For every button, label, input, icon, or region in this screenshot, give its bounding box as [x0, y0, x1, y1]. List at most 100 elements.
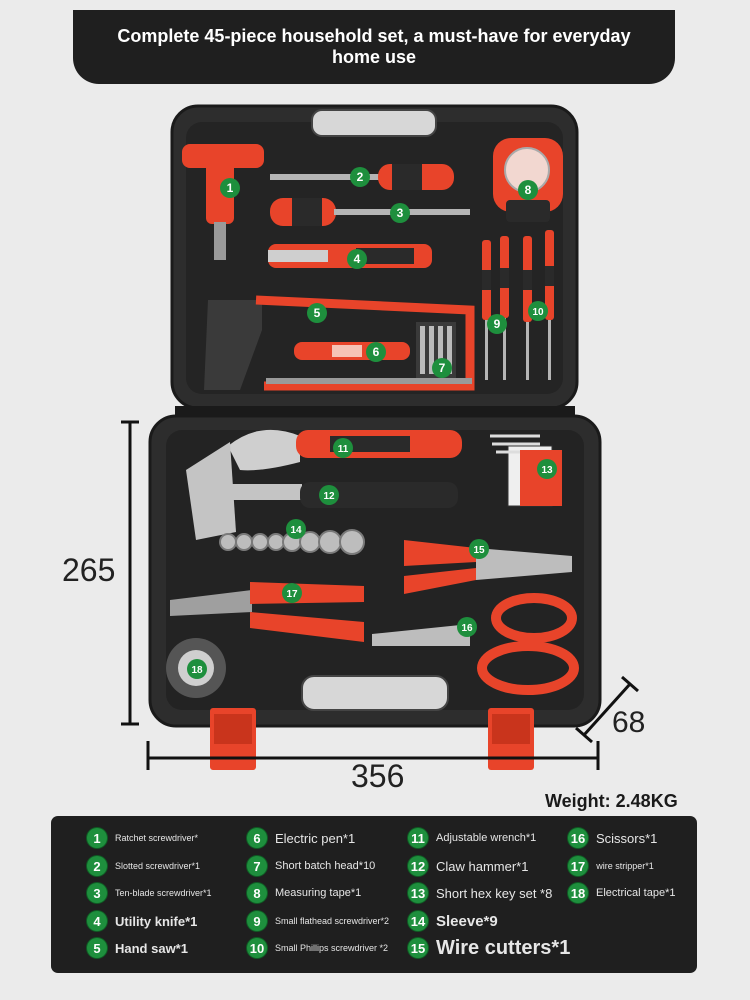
- legend-label: Electrical tape*1: [596, 887, 676, 899]
- legend-item: 12 Claw hammer*1: [408, 855, 528, 877]
- legend-label: Scissors*1: [596, 830, 658, 846]
- svg-text:17: 17: [286, 589, 298, 600]
- legend-item: 16 Scissors*1: [568, 827, 657, 849]
- lid-handle-slot: [311, 109, 437, 137]
- legend-number: 7: [247, 856, 267, 876]
- legend-item: 3 Ten-blade screwdriver*1: [87, 882, 212, 904]
- marker-2: 2: [350, 167, 370, 187]
- svg-text:9: 9: [494, 317, 501, 331]
- width-dimension: 356: [351, 758, 405, 794]
- marker-10: 10: [528, 301, 548, 321]
- svg-text:16: 16: [461, 623, 473, 634]
- legend-label: Utility knife*1: [115, 913, 198, 929]
- legend-label: wire stripper*1: [596, 861, 654, 871]
- svg-text:14: 14: [290, 525, 302, 536]
- legend-label: Ratchet screwdriver*: [115, 833, 199, 843]
- marker-1: 1: [220, 178, 240, 198]
- legend-item: 17 wire stripper*1: [568, 855, 654, 877]
- legend-item: 1 Ratchet screwdriver*: [87, 827, 198, 849]
- legend-label: Small flathead screwdriver*2: [275, 916, 390, 926]
- legend-number: 16: [568, 828, 588, 848]
- dimension-lines: [121, 420, 639, 770]
- legend-label: Electric pen*1: [275, 830, 356, 846]
- marker-6: 6: [366, 342, 386, 362]
- legend-item: 7 Short batch head*10: [247, 855, 375, 877]
- legend-item: 13 Short hex key set *8: [408, 882, 552, 904]
- legend-item: 6 Electric pen*1: [247, 827, 355, 849]
- legend-number: 10: [247, 938, 267, 958]
- legend-item: 2 Slotted screwdriver*1: [87, 855, 200, 877]
- legend-label: Claw hammer*1: [436, 858, 529, 874]
- legend-label: Measuring tape*1: [275, 887, 362, 899]
- legend-number: 15: [408, 938, 428, 958]
- marker-9: 9: [487, 314, 507, 334]
- legend-item: 4 Utility knife*1: [87, 910, 197, 932]
- legend-number: 17: [568, 856, 588, 876]
- marker-15: 15: [469, 539, 489, 559]
- svg-text:1: 1: [227, 181, 234, 195]
- marker-3: 3: [390, 203, 410, 223]
- svg-text:10: 10: [532, 307, 544, 318]
- carry-handle: [301, 675, 449, 711]
- svg-text:12: 12: [323, 491, 335, 502]
- legend-item: 8 Measuring tape*1: [247, 882, 361, 904]
- legend-label: Wire cutters*1: [436, 936, 571, 959]
- legend-item: 5 Hand saw*1: [87, 937, 188, 959]
- legend-item: 18 Electrical tape*1: [568, 882, 676, 904]
- legend-item: 10 Small Phillips screwdriver *2: [247, 937, 393, 959]
- marker-17: 17: [282, 583, 302, 603]
- marker-16: 16: [457, 617, 477, 637]
- svg-text:7: 7: [439, 361, 446, 375]
- legend-number: 5: [87, 938, 107, 958]
- page-title: Complete 45-piece household set, a must-…: [73, 10, 675, 84]
- svg-text:8: 8: [525, 183, 532, 197]
- legend-number: 8: [247, 883, 267, 903]
- marker-7: 7: [432, 358, 452, 378]
- svg-text:13: 13: [541, 465, 553, 476]
- legend-number: 6: [247, 828, 267, 848]
- legend-number: 2: [87, 856, 107, 876]
- legend-number: 9: [247, 911, 267, 931]
- weight-label: Weight: 2.48KG: [545, 791, 678, 811]
- saw-grip: [204, 300, 262, 390]
- marker-12: 12: [319, 485, 339, 505]
- legend-number: 13: [408, 883, 428, 903]
- legend-number: 14: [408, 911, 428, 931]
- marker-11: 11: [333, 438, 353, 458]
- legend-item: 9 Small flathead screwdriver*2: [247, 910, 389, 932]
- svg-text:18: 18: [191, 665, 203, 676]
- legend-number: 18: [568, 883, 588, 903]
- svg-text:11: 11: [338, 444, 349, 455]
- marker-5: 5: [307, 303, 327, 323]
- legend-label: Slotted screwdriver*1: [115, 861, 201, 871]
- marker-14: 14: [286, 519, 306, 539]
- legend-label: Hand saw*1: [115, 940, 188, 956]
- toolbox-illustration: 1 2 3 4 5 6 7 8 9 10 11 12 13 14 15 16 1…: [121, 104, 639, 770]
- parts-legend: 1 Ratchet screwdriver* 2 Slotted screwdr…: [51, 816, 697, 973]
- legend-label: Adjustable wrench*1: [436, 832, 537, 844]
- ratchet-handle: [182, 144, 264, 168]
- marker-13: 13: [537, 459, 557, 479]
- depth-dimension: 68: [612, 706, 646, 739]
- legend-number: 12: [408, 856, 428, 876]
- height-dimension: 265: [62, 552, 116, 588]
- legend-label: Short batch head*10: [275, 860, 376, 872]
- svg-text:15: 15: [473, 545, 485, 556]
- legend-label: Sleeve*9: [436, 912, 498, 930]
- svg-text:2: 2: [357, 170, 364, 184]
- svg-text:5: 5: [314, 306, 321, 320]
- legend-number: 4: [87, 911, 107, 931]
- svg-text:3: 3: [397, 206, 404, 220]
- legend-number: 3: [87, 883, 107, 903]
- legend-item: 15 Wire cutters*1: [408, 937, 570, 959]
- legend-item: 11 Adjustable wrench*1: [408, 827, 536, 849]
- legend-label: Small Phillips screwdriver *2: [275, 943, 389, 953]
- marker-4: 4: [347, 249, 367, 269]
- legend-number: 11: [408, 828, 428, 848]
- marker-8: 8: [518, 180, 538, 200]
- svg-text:4: 4: [354, 252, 361, 266]
- legend-label: Short hex key set *8: [436, 885, 553, 901]
- legend-label: Ten-blade screwdriver*1: [115, 888, 212, 898]
- legend-number: 1: [87, 828, 107, 848]
